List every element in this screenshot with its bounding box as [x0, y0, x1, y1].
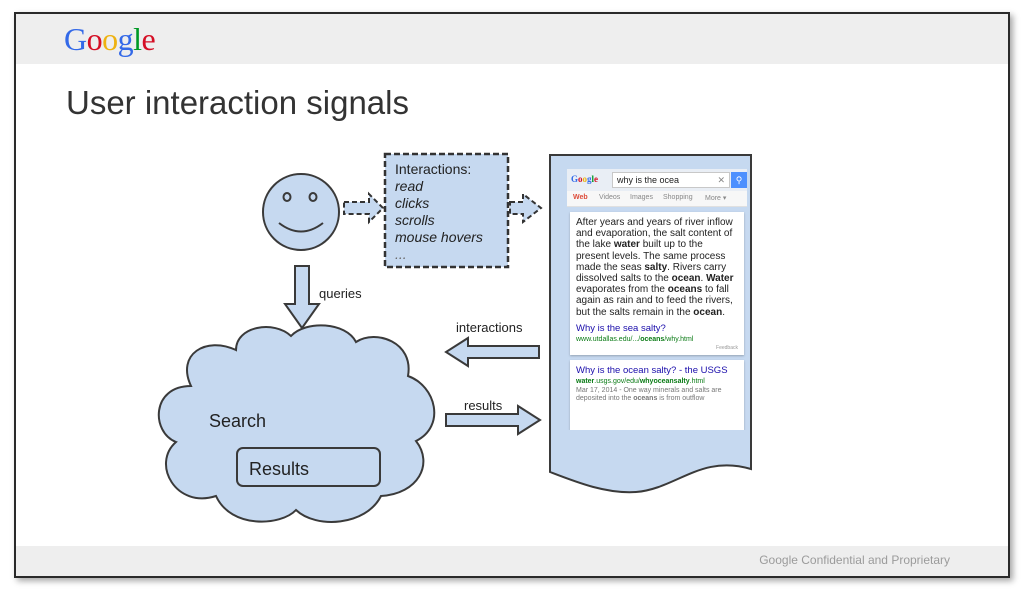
queries-label: queries — [319, 286, 362, 301]
answer-card: After years and years of river inflow an… — [570, 212, 744, 355]
results-arrow — [445, 404, 542, 436]
serp-screenshot: Google why is the ocea ✕ ⚲ Web Videos Im… — [567, 169, 747, 430]
answer-snippet: After years and years of river inflow an… — [576, 217, 734, 318]
serp-search-bar: Google why is the ocea ✕ ⚲ — [567, 169, 747, 191]
results-box-label: Results — [249, 459, 309, 479]
logo-letter: o — [86, 21, 103, 57]
feedback-link[interactable]: Feedback — [716, 344, 738, 351]
slide: Google User interaction signals Interact… — [14, 12, 1010, 578]
tab-more[interactable]: More ▾ — [705, 195, 727, 202]
logo-letter: o — [102, 21, 118, 57]
interactions-arrow — [444, 336, 540, 368]
result-card: Why is the ocean salty? - the USGS water… — [570, 359, 744, 430]
slide-header: Google — [16, 14, 1008, 64]
logo-letter: e — [594, 174, 599, 184]
tab-shopping[interactable]: Shopping — [663, 194, 693, 201]
logo-letter: G — [571, 174, 579, 184]
result-url: www.utdallas.edu/.../oceans/why.html — [576, 335, 694, 343]
search-cloud — [157, 324, 436, 523]
logo-letter: l — [133, 21, 142, 57]
tab-web[interactable]: Web — [573, 194, 588, 201]
search-icon[interactable]: ⚲ — [731, 172, 747, 188]
interaction-item: scrolls — [395, 212, 435, 228]
slide-footer: Google Confidential and Proprietary — [16, 546, 1008, 576]
logo-letter: G — [64, 21, 87, 57]
logo-letter: g — [587, 174, 592, 184]
serp-search-input[interactable]: why is the ocea ✕ — [612, 172, 730, 188]
result-meta: Mar 17, 2014 - One way minerals and salt… — [576, 386, 722, 402]
footer-text: Google Confidential and Proprietary — [759, 553, 950, 567]
interactions-box — [383, 152, 510, 269]
results-box — [236, 447, 381, 487]
clear-icon[interactable]: ✕ — [717, 175, 725, 185]
result-link[interactable]: Why is the ocean salty? - the USGS — [576, 364, 728, 376]
interactions-heading: Interactions: — [395, 161, 471, 177]
user-smiley-icon — [262, 173, 340, 251]
results-label: results — [464, 398, 503, 413]
logo-letter: o — [582, 174, 588, 184]
result-link[interactable]: Why is the sea salty? — [576, 322, 666, 334]
tab-images[interactable]: Images — [630, 194, 653, 201]
logo-letter: g — [117, 21, 134, 57]
slide-title: User interaction signals — [66, 84, 409, 121]
dashed-arrow-to-serp — [509, 191, 543, 225]
tab-videos[interactable]: Videos — [599, 194, 621, 201]
queries-arrow — [283, 265, 321, 330]
interactions-label: interactions — [456, 320, 523, 335]
logo-letter: l — [591, 174, 595, 184]
google-logo: Google — [64, 21, 156, 58]
interaction-item: mouse hovers — [395, 229, 483, 245]
interaction-item: ... — [395, 246, 407, 262]
serp-google-logo: Google — [571, 174, 598, 184]
diagram: Interactions: read clicks scrolls mouse … — [157, 152, 752, 523]
logo-letter: o — [578, 174, 583, 184]
dashed-arrow-to-box — [343, 191, 385, 225]
search-label: Search — [209, 411, 266, 431]
serp-query: why is the ocea — [617, 175, 680, 185]
logo-letter: e — [141, 21, 156, 57]
interaction-item: read — [395, 178, 424, 194]
result-url: water.usgs.gov/edu/whyoceansalty.html — [576, 377, 705, 385]
serp-tabs: Web Videos Images Shopping More ▾ — [567, 191, 747, 207]
interaction-item: clicks — [395, 195, 429, 211]
